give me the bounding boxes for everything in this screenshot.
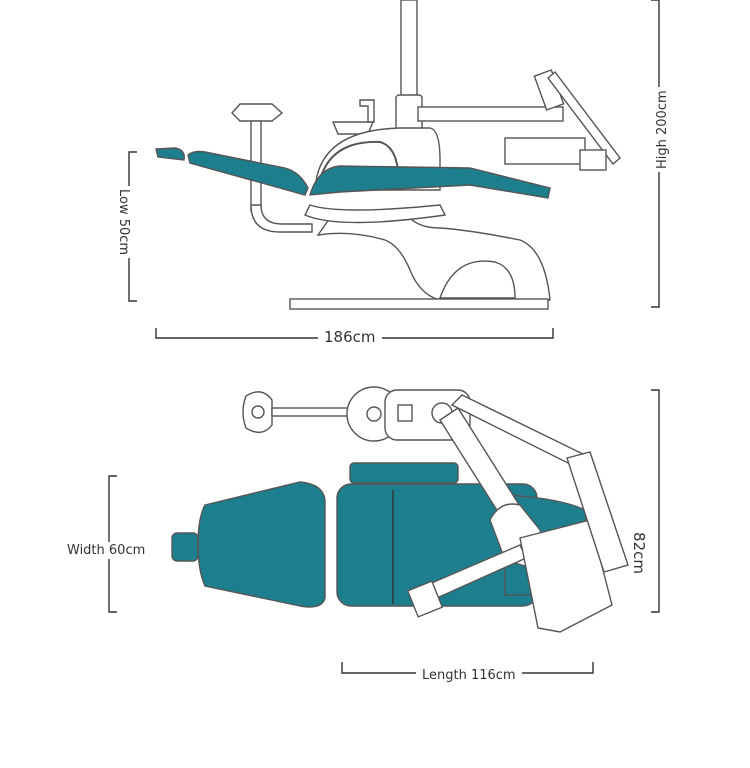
seat-legrest: [309, 165, 551, 199]
top-view: [171, 386, 629, 633]
light-arm: [417, 106, 564, 122]
pedestal-cutout: [439, 260, 516, 299]
housing-arch: [317, 140, 399, 191]
high-label: High 200cm: [654, 87, 671, 172]
width-label: Width 60cm: [64, 542, 149, 559]
top-armrest: [349, 462, 459, 484]
top-valve: [397, 404, 413, 422]
monitor-panel: [547, 70, 621, 166]
depth-dimension-line: [651, 389, 660, 613]
side-view: [155, 0, 621, 310]
seat-frame: [304, 204, 447, 224]
base-plate: [289, 298, 549, 310]
monitor-mount: [579, 149, 607, 171]
length-116-label: Length 116cm: [416, 667, 522, 684]
length-186-label: 186cm: [318, 328, 382, 347]
cuspidor-tap: [359, 99, 375, 123]
depth-label: 82cm: [629, 528, 648, 578]
headrest: [155, 147, 185, 161]
top-monitor-arm: [566, 451, 629, 573]
top-cuspidor-drain: [366, 406, 382, 422]
top-light-arm: [271, 407, 353, 417]
delivery-handle: [406, 580, 444, 618]
operating-light: [231, 103, 284, 122]
backrest: [187, 150, 309, 196]
light-stand-foot: [250, 204, 313, 233]
ceiling-post: [400, 0, 418, 101]
top-backrest: [197, 481, 326, 608]
top-light-lens: [251, 405, 265, 419]
top-headrest: [171, 532, 199, 562]
instrument-tray: [519, 519, 613, 633]
low-label: Low 50cm: [115, 186, 132, 259]
chair-pedestal: [316, 217, 551, 301]
monitor-box: [504, 137, 586, 165]
